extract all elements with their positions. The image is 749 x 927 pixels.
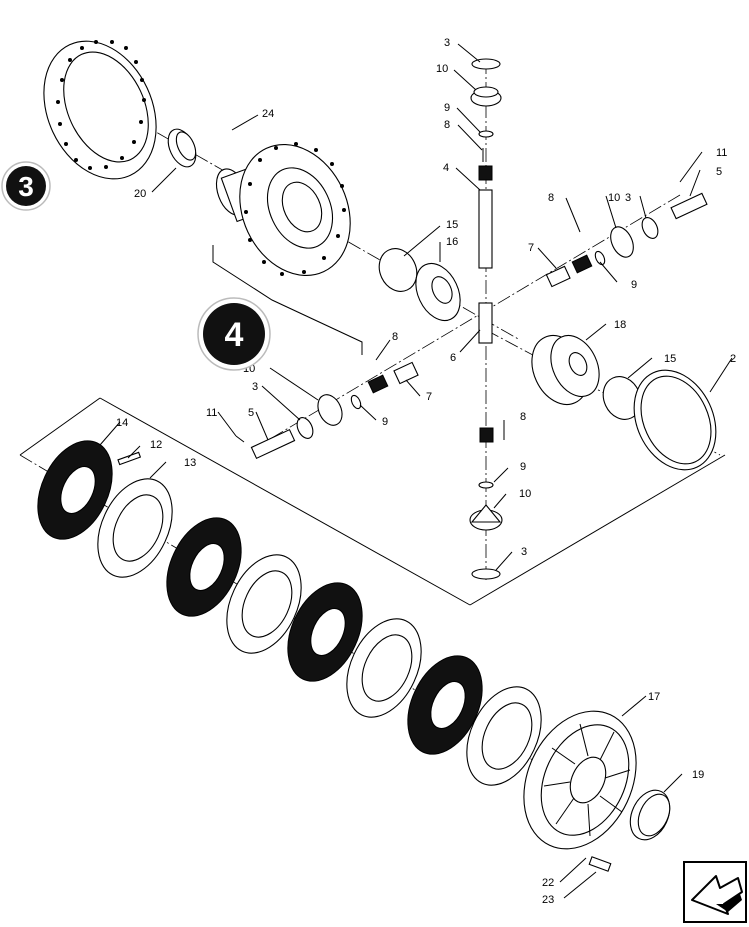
friction-disc-2: [166, 517, 242, 617]
label-3-left: 3: [252, 381, 258, 393]
label-4: 4: [443, 162, 449, 174]
label-23: 23: [542, 894, 554, 906]
label-9-top: 9: [444, 102, 450, 114]
label-8-right: 8: [548, 192, 554, 204]
right-washer-3: [641, 217, 659, 239]
left-pin-11: [235, 435, 245, 443]
steel-plate-2: [226, 554, 302, 654]
label-17: 17: [648, 691, 660, 703]
top-washer-9: [478, 130, 494, 138]
label-9-left: 9: [382, 416, 388, 428]
label-15-right: 15: [664, 353, 676, 365]
label-8-top: 8: [444, 119, 450, 131]
friction-disc-4: [407, 655, 483, 755]
callout-group-3[interactable]: 3: [1, 161, 51, 211]
steel-plate-3: [346, 618, 422, 718]
differential-case: [215, 142, 351, 276]
label-7-right: 7: [528, 242, 534, 254]
label-18: 18: [614, 319, 626, 331]
top-gear-10: [470, 86, 502, 107]
lower-washer-3: [471, 568, 501, 580]
label-6: 6: [450, 352, 456, 364]
label-19: 19: [692, 769, 704, 781]
pin-12: [117, 451, 142, 466]
assembly-boundary: [19, 245, 726, 606]
top-washer-3: [471, 58, 501, 70]
left-sleeve-7: [393, 361, 419, 385]
left-washer-9: [350, 394, 362, 410]
bearing-cup-19: [629, 789, 671, 841]
side-gear-18: [531, 334, 600, 405]
friction-disc-1: [37, 440, 113, 540]
label-9-bottom: 9: [520, 461, 526, 473]
label-11-left: 11: [206, 407, 217, 419]
friction-disc-3: [287, 582, 363, 682]
left-gear-10: [317, 394, 343, 426]
label-10-right: 10: [608, 192, 620, 204]
label-2: 2: [730, 353, 736, 365]
part-labels: 3 10 9 8 4 24 20 11 5 8 10 3 7 9 15 16 8…: [116, 37, 736, 906]
arrow-down-left-icon: [691, 875, 743, 915]
left-washer-3: [296, 417, 314, 439]
label-5-left: 5: [248, 407, 254, 419]
label-15-left: 15: [446, 219, 458, 231]
label-3-top: 3: [444, 37, 450, 49]
steel-plate-1: [97, 478, 173, 578]
label-8-bottom: 8: [520, 411, 526, 423]
nav-arrow-button[interactable]: [683, 861, 747, 923]
ring-gear: [43, 40, 157, 180]
steel-plate-4: [466, 686, 542, 786]
label-16: 16: [446, 236, 458, 248]
right-gear-10: [610, 226, 634, 258]
left-spring: [367, 374, 389, 394]
lower-spring: [479, 427, 494, 443]
side-gear-16: [415, 262, 461, 322]
leader-lines: [99, 43, 733, 899]
spider-shaft-vertical: [478, 189, 493, 344]
label-3-right: 3: [625, 192, 631, 204]
right-shaft-5: [670, 192, 708, 220]
thrust-ring-2: [633, 369, 717, 471]
lower-gear-10: [469, 504, 503, 531]
label-10-top: 10: [436, 63, 448, 75]
callout-group-4[interactable]: 4: [197, 297, 271, 371]
lower-washer-9: [478, 481, 494, 489]
label-11-right: 11: [716, 147, 727, 159]
right-sleeve-7: [545, 265, 571, 288]
bolt-23: [588, 856, 612, 872]
label-14: 14: [116, 417, 128, 429]
label-20: 20: [134, 188, 146, 200]
top-spring: [478, 165, 493, 181]
label-7-left: 7: [426, 391, 432, 403]
callout-3-text: 3: [18, 171, 34, 202]
label-13: 13: [184, 457, 196, 469]
label-8-left: 8: [392, 331, 398, 343]
pressure-plate-17: [523, 710, 637, 850]
right-spring: [571, 254, 593, 274]
label-5-right: 5: [716, 166, 722, 178]
bearing-cup-20: [167, 128, 197, 168]
label-10-bottom: 10: [519, 488, 531, 500]
label-3-bottom: 3: [521, 546, 527, 558]
plate-15-left: [378, 248, 418, 292]
right-washer-9: [594, 250, 606, 266]
left-shaft-5: [250, 428, 296, 460]
label-24: 24: [262, 108, 274, 120]
label-22: 22: [542, 877, 554, 889]
label-9-right: 9: [631, 279, 637, 291]
label-12: 12: [150, 439, 162, 451]
callout-4-text: 4: [225, 316, 244, 354]
